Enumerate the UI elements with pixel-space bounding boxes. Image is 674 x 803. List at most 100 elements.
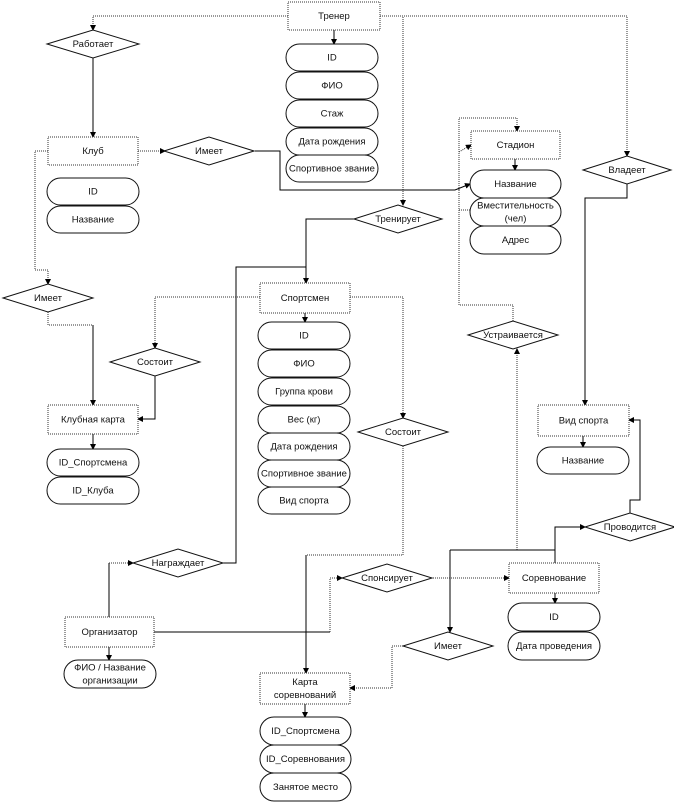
relationship-sponsors[interactable]: Спонсирует [340, 563, 434, 593]
attribute-label: Название [494, 179, 536, 190]
connector-line [329, 575, 343, 632]
attribute[interactable]: Название [536, 446, 630, 475]
relationship-club-has[interactable]: Имеет [162, 136, 256, 166]
attribute[interactable]: Спортивное звание [257, 459, 351, 488]
attribute[interactable]: Дата проведения [507, 631, 601, 661]
attribute-label: Стаж [321, 108, 344, 119]
attribute[interactable]: Группа крови [257, 377, 351, 406]
relationship-awards[interactable]: Награждает [131, 548, 225, 578]
entity-box [537, 404, 630, 437]
attribute[interactable]: ID_Соревнования [259, 744, 352, 774]
attribute[interactable]: ID [46, 177, 140, 206]
attribute-label: Адрес [502, 235, 529, 246]
relationship-hosted[interactable]: Устраивается [466, 320, 560, 350]
attribute-oval [257, 321, 351, 350]
entity-label: Вид спорта [559, 415, 609, 426]
attribute[interactable]: Название [469, 169, 562, 199]
attribute-label: ID [549, 612, 559, 623]
relationship-label: Состоит [385, 427, 422, 438]
connector-line [306, 446, 404, 556]
connector-line [458, 144, 472, 153]
entity-box [259, 282, 351, 314]
attribute-oval [46, 205, 140, 234]
connector-line [582, 184, 628, 406]
relationship-diamond [45, 29, 141, 59]
attribute-label: Дата рождения [270, 441, 337, 452]
attribute-oval [257, 486, 351, 515]
attribute[interactable]: Вместительность(чел) [469, 197, 562, 227]
attribute-oval [257, 349, 351, 378]
attribute[interactable]: ID [285, 43, 379, 72]
entity-box [470, 130, 561, 160]
attribute[interactable]: Дата рождения [285, 127, 379, 156]
attribute-oval [46, 448, 140, 477]
relationship-consists-left[interactable]: Состоит [108, 347, 202, 377]
connector-line [34, 150, 51, 285]
attribute[interactable]: ID_Спортсмена [259, 716, 352, 746]
connector-line [303, 218, 355, 284]
attribute-label: ID_Спортсмена [271, 726, 340, 737]
attribute-label: Дата рождения [298, 136, 365, 147]
attribute-label: Вид спорта [279, 495, 329, 506]
relationship-diamond [162, 136, 256, 166]
relationship-owns[interactable]: Владеет [581, 155, 673, 185]
attribute-label: ID_Спортсмена [59, 457, 128, 468]
entity-box [47, 136, 139, 166]
connector-line [90, 15, 288, 31]
entity-label: Клубная карта [61, 414, 126, 425]
relationship-label: Устраивается [483, 330, 543, 341]
entity-label: Клуб [82, 146, 104, 157]
attribute-oval [46, 476, 140, 505]
connector-line [255, 150, 471, 191]
attribute-oval [257, 377, 351, 406]
attribute-label: ID [299, 330, 309, 341]
attribute[interactable]: ФИО [285, 71, 379, 100]
relationship-comp-has[interactable]: Имеет [401, 631, 495, 661]
attribute[interactable]: Дата рождения [257, 432, 351, 461]
entity-box [287, 1, 381, 31]
attribute-label: Вес (кг) [288, 414, 321, 425]
attribute-label: ФИО [293, 358, 314, 369]
relationship-trains[interactable]: Тренирует [352, 204, 444, 234]
attribute-label: Занятое место [273, 782, 338, 793]
entity-label: Организатор [81, 627, 137, 638]
relationship-consists-right[interactable]: Состоит [356, 417, 450, 447]
relationship-held[interactable]: Проводится [583, 512, 674, 542]
attribute[interactable]: Вес (кг) [257, 405, 351, 434]
relationship-label: Имеет [195, 146, 224, 157]
attribute[interactable]: Занятое место [259, 772, 352, 802]
attribute-label: Спортивное звание [261, 468, 347, 479]
relationship-diamond [466, 320, 560, 350]
entity-label: Спортсмен [281, 293, 329, 304]
attribute[interactable]: ID_Клуба [46, 476, 140, 505]
attribute-label: ID_Клуба [72, 485, 114, 496]
attribute[interactable]: Адрес [469, 225, 562, 255]
attribute-oval [63, 659, 157, 689]
attribute[interactable]: Вид спорта [257, 486, 351, 515]
attribute[interactable]: ФИО [257, 349, 351, 378]
attribute[interactable]: Спортивное звание [285, 154, 379, 183]
attribute-label: ID [327, 52, 337, 63]
attribute[interactable]: Стаж [285, 99, 379, 128]
attribute[interactable]: Название [46, 205, 140, 234]
attribute-oval [536, 446, 630, 475]
attribute[interactable]: ID [507, 602, 601, 632]
relationship-label: Имеет [434, 641, 463, 652]
relationship-works[interactable]: Работает [45, 29, 141, 59]
relationship-label: Работает [73, 39, 114, 50]
attribute[interactable]: ID [257, 321, 351, 350]
relationship-has-card[interactable]: Имеет [1, 283, 95, 313]
attribute[interactable]: ID_Спортсмена [46, 448, 140, 477]
